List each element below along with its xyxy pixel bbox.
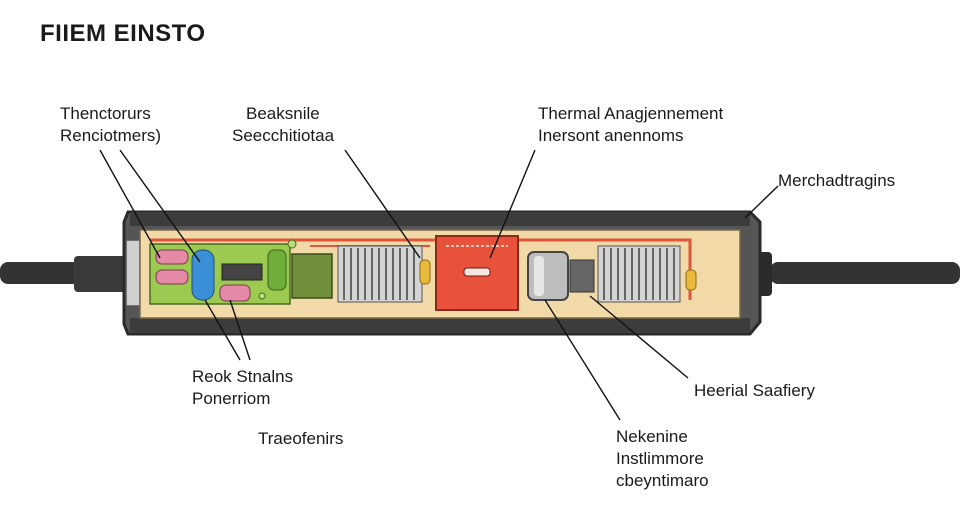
label-line: Renciotmers) — [60, 126, 162, 145]
label-line: Thermal Anagjennement — [538, 104, 724, 123]
label-top-right: Merchadtragins — [778, 170, 895, 192]
bracket — [569, 259, 595, 293]
label-line: Merchadtragins — [778, 171, 896, 190]
label-top-left: Thenctorurs Renciotmers) — [60, 103, 161, 147]
pink-component — [155, 269, 189, 285]
label-top-mid-left: Beaksnile Seecchitiotaa — [232, 103, 334, 147]
green-module — [291, 253, 333, 299]
capacitor — [191, 249, 215, 301]
cylinder-highlight — [534, 256, 544, 296]
label-line: Ponerriom — [192, 389, 271, 408]
housing-top-rim — [130, 212, 750, 226]
label-bottom-left: Reok Stnalns Ponerriom — [192, 366, 293, 410]
pink-component — [155, 249, 189, 265]
label-line: Beaksnile — [246, 104, 320, 123]
label-line: Traeofenirs — [258, 429, 344, 448]
pink-component — [219, 284, 251, 302]
label-bottom-mid: Nekenine Instlimmore cbeyntimaro — [616, 426, 709, 492]
solder-dot — [287, 239, 297, 249]
solder-dot — [258, 292, 266, 300]
thermal-chip-slot — [463, 267, 491, 277]
leader-line — [204, 299, 241, 361]
heatsink-left — [337, 245, 423, 303]
yellow-component — [685, 269, 697, 291]
left-endcap — [125, 239, 141, 307]
label-line: Seecchitiotaa — [232, 126, 335, 145]
label-line: cbeyntimaro — [616, 471, 709, 490]
leader-line — [99, 149, 161, 259]
label-bottom-right: Heerial Saafiery — [694, 380, 815, 402]
leader-line — [544, 299, 621, 421]
leader-line — [229, 299, 251, 361]
leader-lines — [99, 149, 779, 421]
label-bottom-left-2: Traeofenirs — [258, 428, 343, 450]
ic-chip — [221, 263, 263, 281]
leader-line — [344, 149, 421, 259]
label-line: Instlimmore — [616, 449, 704, 468]
leader-line — [119, 149, 201, 263]
leader-line — [489, 149, 536, 259]
label-line: Thenctorurs — [60, 104, 151, 123]
left-cable — [0, 262, 80, 284]
diagram-title: FIIEM EINSTO — [40, 20, 206, 47]
right-cable — [770, 262, 960, 284]
leader-line — [744, 185, 779, 219]
label-line: Inersont anennoms — [538, 126, 684, 145]
housing-bottom-rim — [130, 318, 750, 332]
label-top-mid: Thermal Anagjennement Inersont anennoms — [538, 103, 723, 147]
heatsink-right — [597, 245, 681, 303]
label-line: Nekenine — [616, 427, 688, 446]
label-line: Heerial Saafiery — [694, 381, 815, 400]
yellow-component — [419, 259, 431, 285]
inductor — [267, 249, 287, 291]
label-line: Reok Stnalns — [192, 367, 294, 386]
left-cable-collar — [74, 256, 130, 292]
leader-line — [589, 295, 689, 379]
